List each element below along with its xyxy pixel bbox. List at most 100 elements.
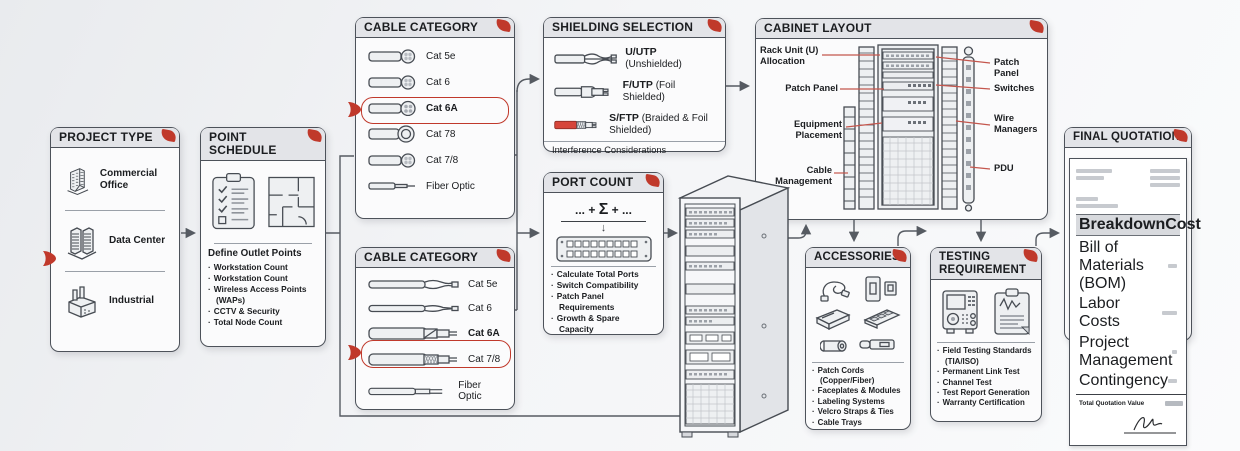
quotation-total-row: Total Quotation Value <box>1076 394 1186 410</box>
list-item: Velcro Straps & Ties <box>812 407 904 417</box>
panel-title: FINAL QUOTATION <box>1065 128 1191 148</box>
cable-option-label: Cat 5e <box>426 50 456 62</box>
divider <box>214 243 312 245</box>
list-item: Warranty Certification <box>937 398 1035 408</box>
list-item: Workstation Count <box>208 262 318 273</box>
cost-placeholder <box>1167 378 1177 383</box>
cable-option-cat6a[interactable]: Cat 6A <box>364 320 506 346</box>
shielding-code: S/FTP <box>609 112 639 125</box>
list-item: Labeling Systems <box>812 397 904 407</box>
cost-placeholder <box>1168 263 1177 268</box>
panel-title: CABINET LAYOUT <box>756 19 1047 40</box>
project-type-label: Commercial Office <box>99 167 158 192</box>
project-type-option-datacenter[interactable]: Data Center <box>59 215 171 267</box>
cable-option-fiber[interactable]: Fiber Optic <box>364 378 506 404</box>
panel-cable-category-top: CABLE CATEGORY Cat 5e <box>348 17 515 219</box>
panel-title: POINT SCHEDULE <box>201 128 325 162</box>
project-type-option-industrial[interactable]: Industrial <box>59 276 171 326</box>
quotation-row: Bill of Materials (BOM) <box>1076 238 1180 294</box>
shielding-option-sftp[interactable]: S/FTP (Braided & Foil Shielded) <box>552 108 717 141</box>
panel-cable-category-bottom: CABLE CATEGORY Cat 5e Cat 6 <box>348 247 515 410</box>
list-item: CCTV & Security <box>208 306 318 317</box>
data-center-icon <box>67 227 97 260</box>
shielding-desc: (Braided & Foil Shielded) <box>609 113 708 137</box>
shielding-desc: (Foil Shielded) <box>622 80 676 104</box>
project-type-label: Data Center <box>109 234 166 246</box>
point-schedule-list: Workstation Count Workstation Count Wire… <box>208 262 318 328</box>
testing-list: Field Testing Standards (TIA/ISO) Perman… <box>937 346 1035 409</box>
quotation-row: Labor Costs <box>1076 294 1180 332</box>
cost-placeholder <box>1161 311 1177 316</box>
connector-schedule-branch <box>325 155 354 234</box>
sum-formula: ... + Σ + ... <box>561 198 646 223</box>
checklist-clipboard-icon <box>212 173 255 230</box>
cable-option-cat78[interactable]: Cat 78 <box>364 121 506 147</box>
cable-option-cat78b[interactable]: Cat 7/8 <box>364 147 506 173</box>
total-placeholder <box>1165 400 1183 406</box>
cabinet-label-wire-managers: Wire Managers <box>994 113 1038 134</box>
quotation-row: Project Management <box>1076 332 1180 370</box>
quotation-row: Contingency <box>1076 371 1180 391</box>
list-item: Switch Compatibility <box>551 280 656 291</box>
shielding-code: U/UTP <box>625 46 657 59</box>
server-rack-illustration <box>677 175 791 438</box>
panel-final-quotation: FINAL QUOTATION Breakdown Cost Bill of M… <box>1064 127 1201 446</box>
row-label: Project Management <box>1079 333 1173 369</box>
list-item: Faceplates & Modules <box>812 386 904 396</box>
list-item: Growth & Spare Capacity <box>551 313 656 335</box>
red-pointer-pin-icon <box>43 251 56 266</box>
list-item: Field Testing Standards (TIA/ISO) <box>937 346 1035 367</box>
shielding-footer-note: Interference Considerations <box>544 141 725 159</box>
row-label: Bill of Materials (BOM) <box>1079 238 1144 292</box>
cable-option-cat6a-selected[interactable]: Cat 6A <box>364 95 506 121</box>
cable-icon <box>368 353 457 366</box>
shielding-option-futp[interactable]: F/UTP (Foil Shielded) <box>552 75 717 108</box>
shielding-option-uutp[interactable]: U/UTP (Unshielded) <box>552 42 717 75</box>
shielding-option-text: F/UTP (Foil Shielded) <box>623 79 715 104</box>
cable-option-label: Fiber Optic <box>426 180 475 192</box>
column-breakdown: Breakdown <box>1079 215 1166 233</box>
panel-title: ACCESSORIES <box>806 248 910 268</box>
cable-option-label: Cat 5e <box>468 278 498 290</box>
cable-option-label: Cat 6 <box>468 302 492 314</box>
cable-option-fiber[interactable]: Fiber Optic <box>364 173 506 199</box>
list-item: Patch Cords (Copper/Fiber) <box>812 366 904 387</box>
list-item: Workstation Count <box>208 273 318 284</box>
cable-icon <box>368 280 459 290</box>
panel-point-schedule: POINT SCHEDULE <box>200 127 326 347</box>
list-item: Wireless Access Points (WAPs) <box>208 284 318 306</box>
cable-option-label: Cat 6A <box>468 327 500 339</box>
list-item: Cable Trays <box>812 418 904 428</box>
cable-icon <box>368 153 416 168</box>
panel-port-count: PORT COUNT ... + Σ + ... ↓ Calculate Tot… <box>543 172 664 335</box>
divider <box>812 361 904 363</box>
patch-panel-icon <box>555 236 652 262</box>
cable-option-cat6[interactable]: Cat 6 <box>364 296 506 320</box>
shielding-option-text: S/FTP (Braided & Foil Shielded) <box>609 112 715 137</box>
list-item: Calculate Total Ports <box>551 269 656 280</box>
list-item: Channel Test <box>937 378 1035 388</box>
shielding-desc: (Unshielded) <box>625 59 682 71</box>
row-label: Labor Costs <box>1079 295 1120 331</box>
panel-title: CABLE CATEGORY <box>356 248 514 269</box>
cable-option-cat5e[interactable]: Cat 5e <box>364 43 506 69</box>
list-item: Total Node Count <box>208 317 318 328</box>
sftp-cable-icon <box>554 120 597 129</box>
total-label: Total Quotation Value <box>1079 399 1145 407</box>
cable-option-cat6[interactable]: Cat 6 <box>364 69 506 95</box>
panel-title: CABLE CATEGORY <box>356 18 514 39</box>
cable-option-label: Cat 6A <box>426 102 458 114</box>
cable-option-cat78-selected[interactable]: Cat 7/8 <box>364 346 506 372</box>
port-count-list: Calculate Total Ports Switch Compatibili… <box>551 269 656 335</box>
fiber-cable-icon <box>368 182 415 190</box>
shielding-code: F/UTP <box>622 79 653 92</box>
cable-tester-icon <box>942 290 978 334</box>
cable-option-cat5e[interactable]: Cat 5e <box>364 272 506 296</box>
connector-testing-to-quotation <box>1035 227 1061 246</box>
rack-elevation-diagram <box>822 44 991 212</box>
project-type-option-commercial[interactable]: Commercial Office <box>59 154 171 206</box>
project-type-label: Industrial <box>109 294 155 306</box>
cable-icon <box>368 101 416 117</box>
cable-icon <box>368 49 416 64</box>
